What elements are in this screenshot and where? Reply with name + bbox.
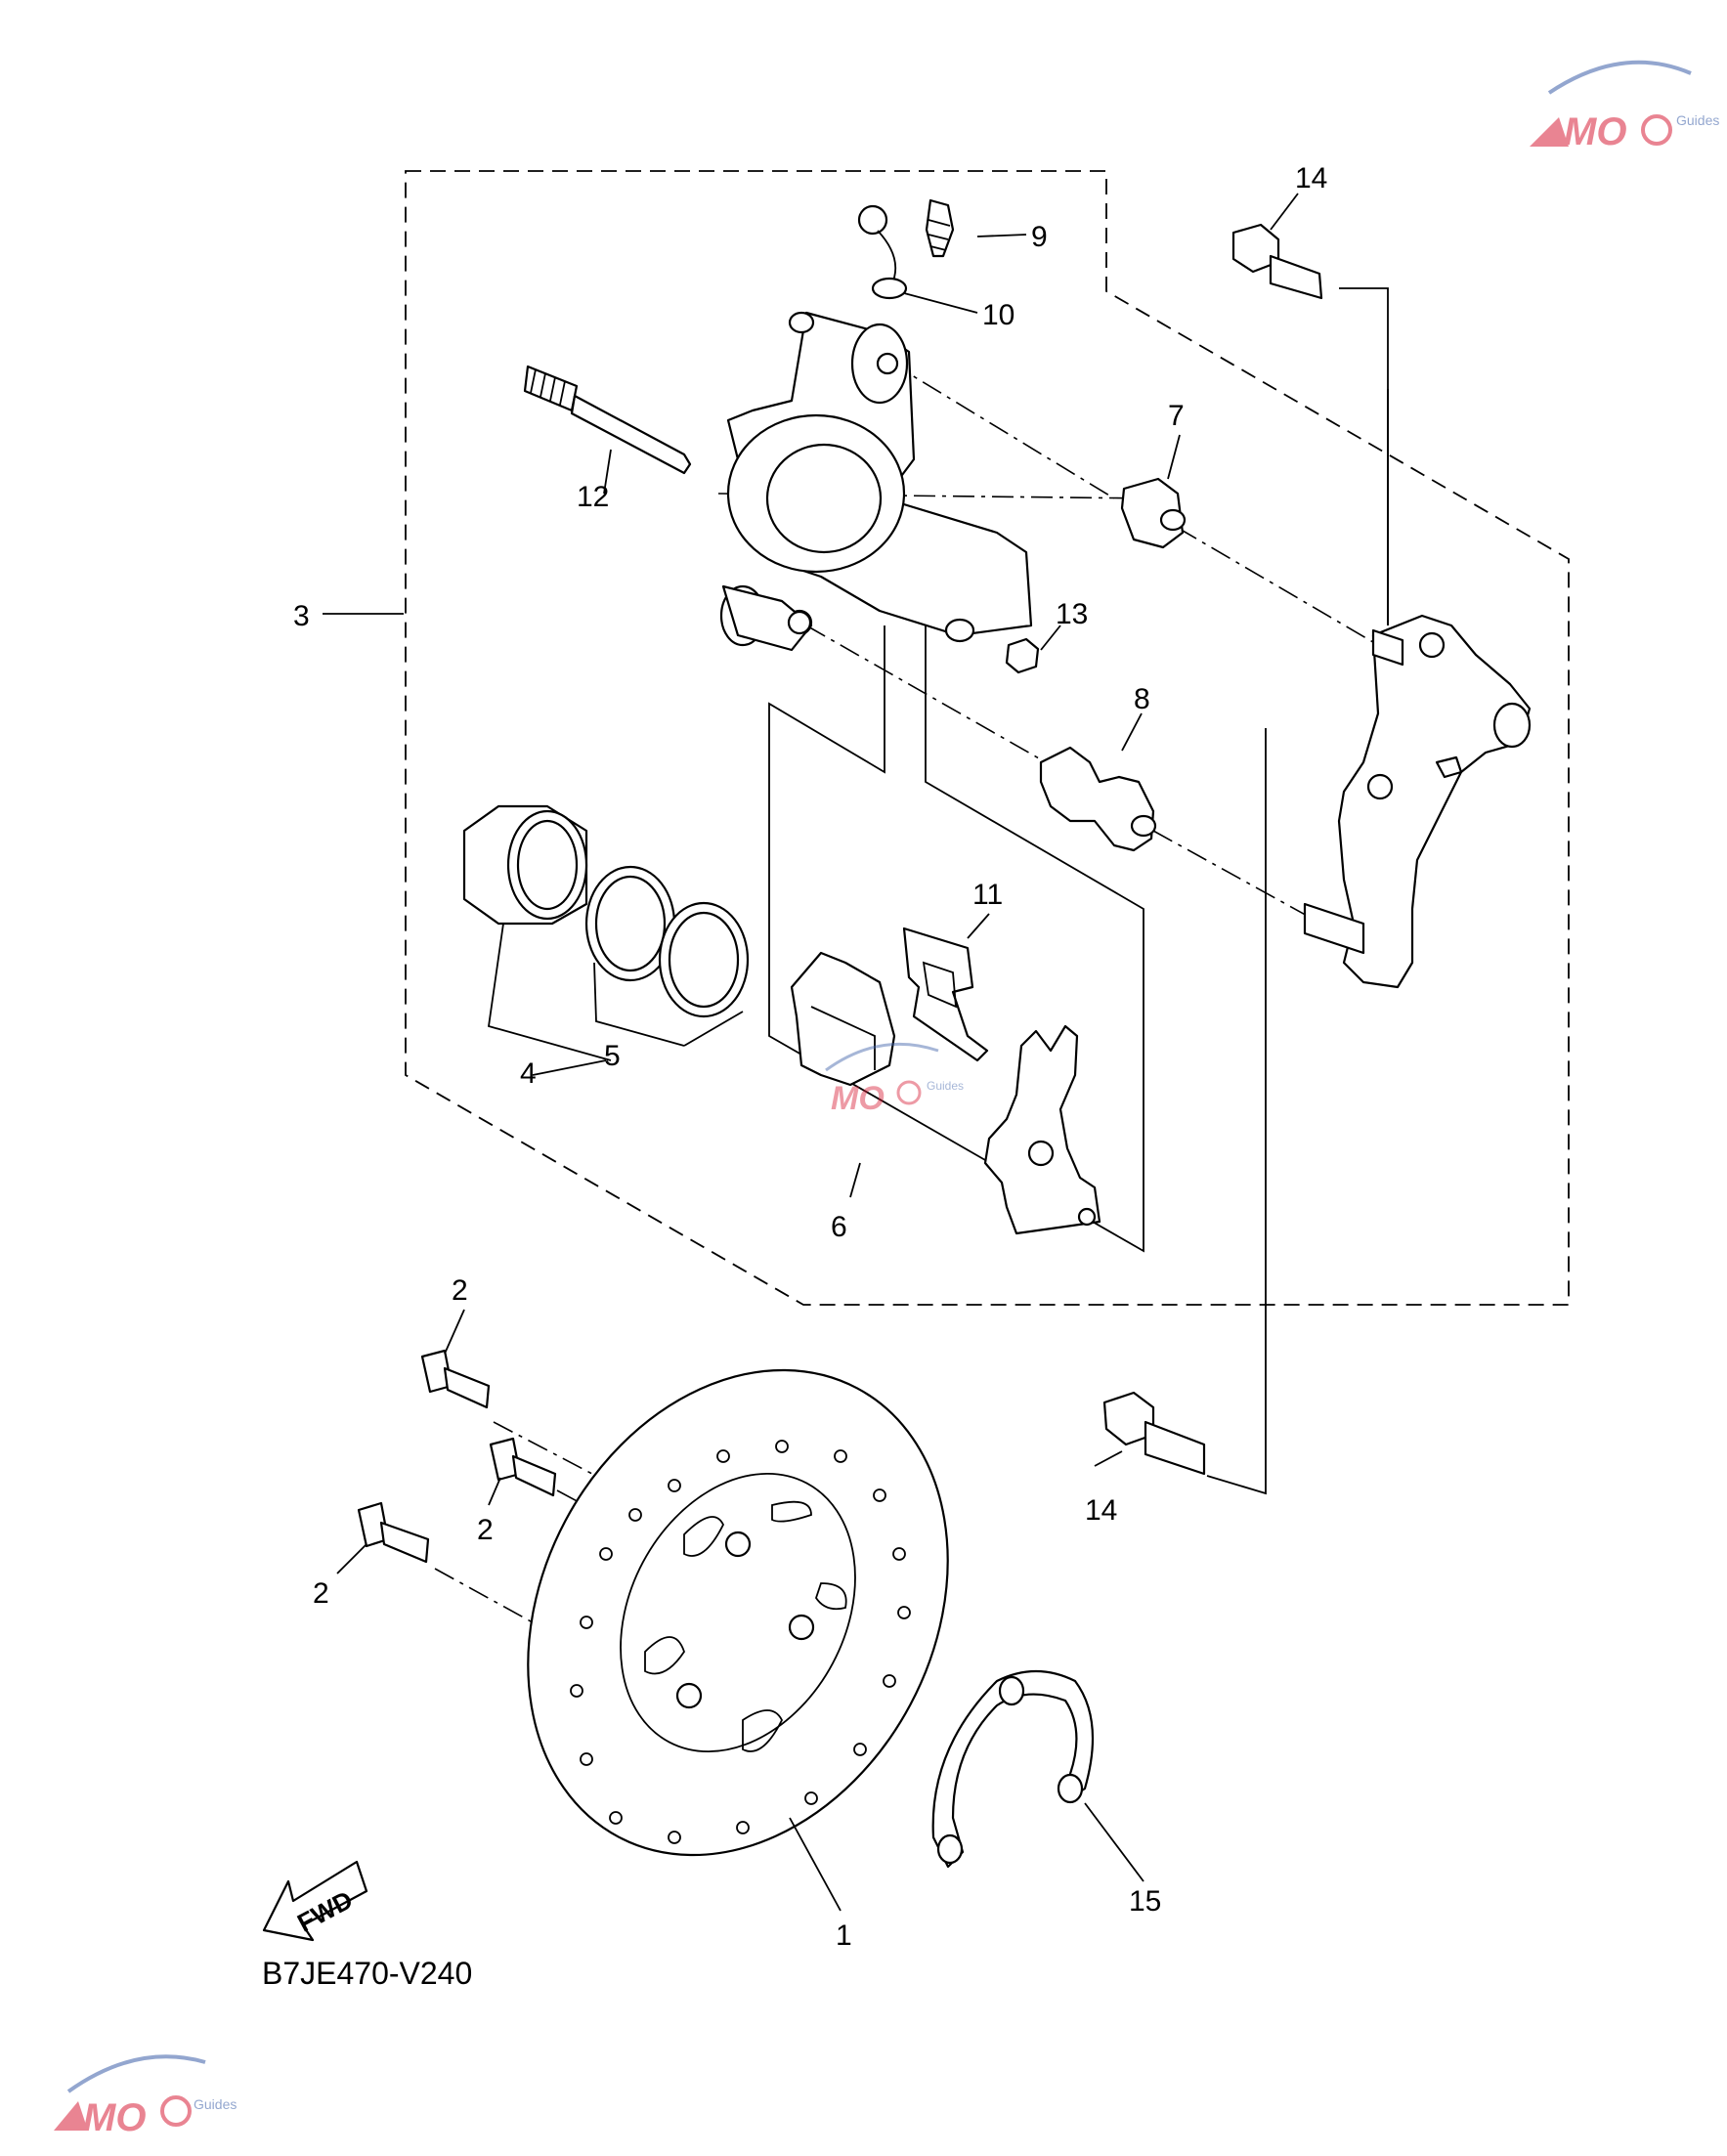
part-2-bolt-b	[489, 1437, 557, 1497]
disc-holes	[570, 1440, 911, 1844]
part-2-bolt-c	[357, 1501, 430, 1564]
part-1-brake-disc	[527, 1368, 949, 1857]
callout-13: 13	[1056, 598, 1088, 630]
watermark-logo-top-right: MO Guides	[1530, 60, 1719, 153]
part-9-bleeder-screw	[925, 198, 955, 258]
callout-3: 3	[293, 600, 310, 632]
part-7-boot	[1120, 477, 1187, 549]
callout-labels: 3 9 10 7 13 8 11 12 14 4 5 6 2 2 2 14 1 …	[293, 162, 1327, 1952]
diagram-code: B7JE470-V240	[262, 1956, 472, 1991]
part-5-seals	[584, 865, 750, 1018]
caliper-assembly-boundary	[405, 170, 1570, 1306]
part-6-brake-pads	[790, 951, 1101, 1235]
part-14-bolt-bottom	[1102, 1391, 1206, 1476]
fwd-arrow-icon: FWD	[262, 1860, 368, 1942]
callout-2-mid: 2	[477, 1514, 494, 1546]
svg-text:Guides: Guides	[194, 2096, 237, 2112]
part-14-bolt-top	[1231, 223, 1323, 300]
svg-text:Guides: Guides	[1676, 112, 1719, 128]
pad-group-box	[768, 625, 1144, 1253]
callout-2-top: 2	[452, 1274, 468, 1307]
callout-5: 5	[604, 1040, 621, 1072]
svg-text:MO: MO	[1564, 110, 1626, 153]
callout-6: 6	[831, 1211, 847, 1243]
callout-12: 12	[577, 481, 609, 513]
part-4-piston	[462, 804, 588, 926]
watermark-logo-center: MO Guides	[825, 1042, 964, 1117]
part-8-boot	[1039, 746, 1157, 852]
callout-9: 9	[1031, 221, 1048, 253]
svg-text:MO: MO	[831, 1080, 885, 1117]
svg-text:Guides: Guides	[927, 1079, 964, 1093]
callout-8: 8	[1134, 683, 1150, 715]
bolt14-top-leader	[1339, 287, 1389, 625]
callout-2-left: 2	[313, 1577, 329, 1610]
callout-10: 10	[982, 299, 1015, 331]
callout-11: 11	[972, 879, 1003, 911]
part-12-slide-pin	[523, 365, 692, 475]
callout-14-bottom: 14	[1085, 1494, 1117, 1527]
part-10-bleeder-cap	[857, 204, 908, 300]
callout-7: 7	[1168, 400, 1185, 432]
part-11-pad-spring	[902, 927, 989, 1062]
part-15-clip	[931, 1669, 1095, 1869]
caliper-bracket	[1303, 614, 1532, 989]
callout-14-top: 14	[1295, 162, 1327, 194]
callout-leaders	[323, 193, 1299, 1912]
svg-text:MO: MO	[83, 2096, 146, 2139]
callout-15: 15	[1129, 1885, 1161, 1918]
part-13-nut	[1005, 637, 1040, 674]
bolt14-bottom-leader	[1206, 728, 1267, 1495]
part-2-bolt-a	[420, 1349, 491, 1409]
watermark-logo-bottom-left: MO Guides	[54, 2054, 237, 2139]
callout-4: 4	[520, 1057, 537, 1090]
callout-1: 1	[836, 1919, 852, 1952]
caliper-body	[719, 311, 1033, 652]
